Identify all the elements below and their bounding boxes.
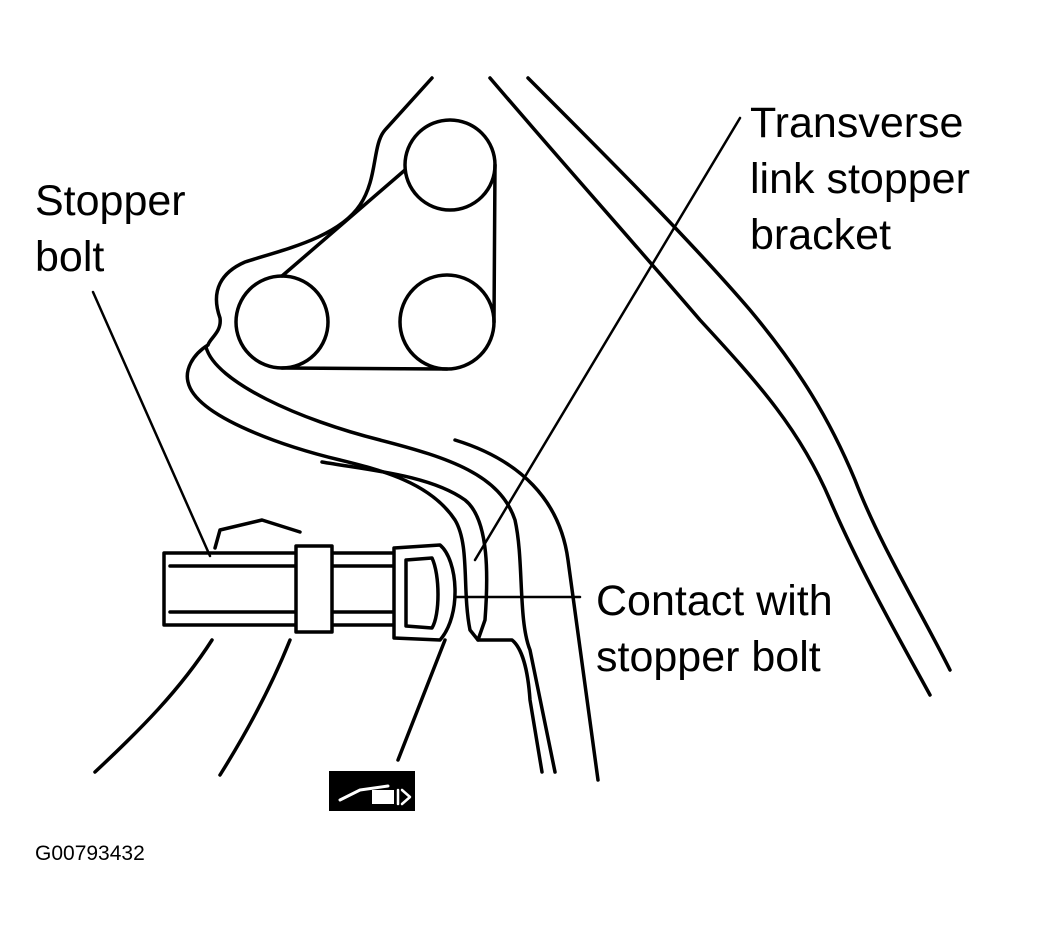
arm-line-left xyxy=(93,638,214,774)
bracket-side-line xyxy=(453,438,600,782)
bolt-pointer-line xyxy=(396,638,447,762)
hole-link-right xyxy=(492,163,497,324)
bolt-shank xyxy=(162,551,406,627)
bolt-nut-top xyxy=(213,518,302,550)
bracket-label-line1: Transverse xyxy=(750,99,964,147)
bolt-hole-right xyxy=(398,273,496,371)
bolt-head xyxy=(392,543,457,642)
leader-stopper-bolt xyxy=(91,290,212,558)
bolt-hole-top xyxy=(403,118,497,212)
figure-id: G00793432 xyxy=(35,842,145,865)
bolt-locknut xyxy=(294,544,334,634)
contact-label-line2: stopper bolt xyxy=(596,633,821,681)
frame-line-outer xyxy=(526,76,952,672)
stopper-bolt-label-line2: bolt xyxy=(35,233,105,281)
bracket-label-line2: link stopper xyxy=(750,155,970,203)
hole-link-bottom xyxy=(280,366,449,371)
arm-line-right xyxy=(218,638,292,777)
bracket-label-line3: bracket xyxy=(750,211,892,259)
bracket-inner-outline xyxy=(204,345,557,774)
bolt-hole-left xyxy=(234,274,330,370)
contact-label-line1: Contact with xyxy=(596,577,833,625)
bracket-flange-line xyxy=(320,460,489,642)
leader-bracket xyxy=(473,116,742,562)
bolt-head-face xyxy=(404,556,440,630)
bracket-outline xyxy=(185,76,544,774)
torque-wrench-symbol-icon xyxy=(329,771,415,811)
frame-line-inner xyxy=(488,76,932,697)
stopper-bolt-label-line1: Stopper xyxy=(35,177,186,225)
hole-link-top xyxy=(280,168,407,278)
